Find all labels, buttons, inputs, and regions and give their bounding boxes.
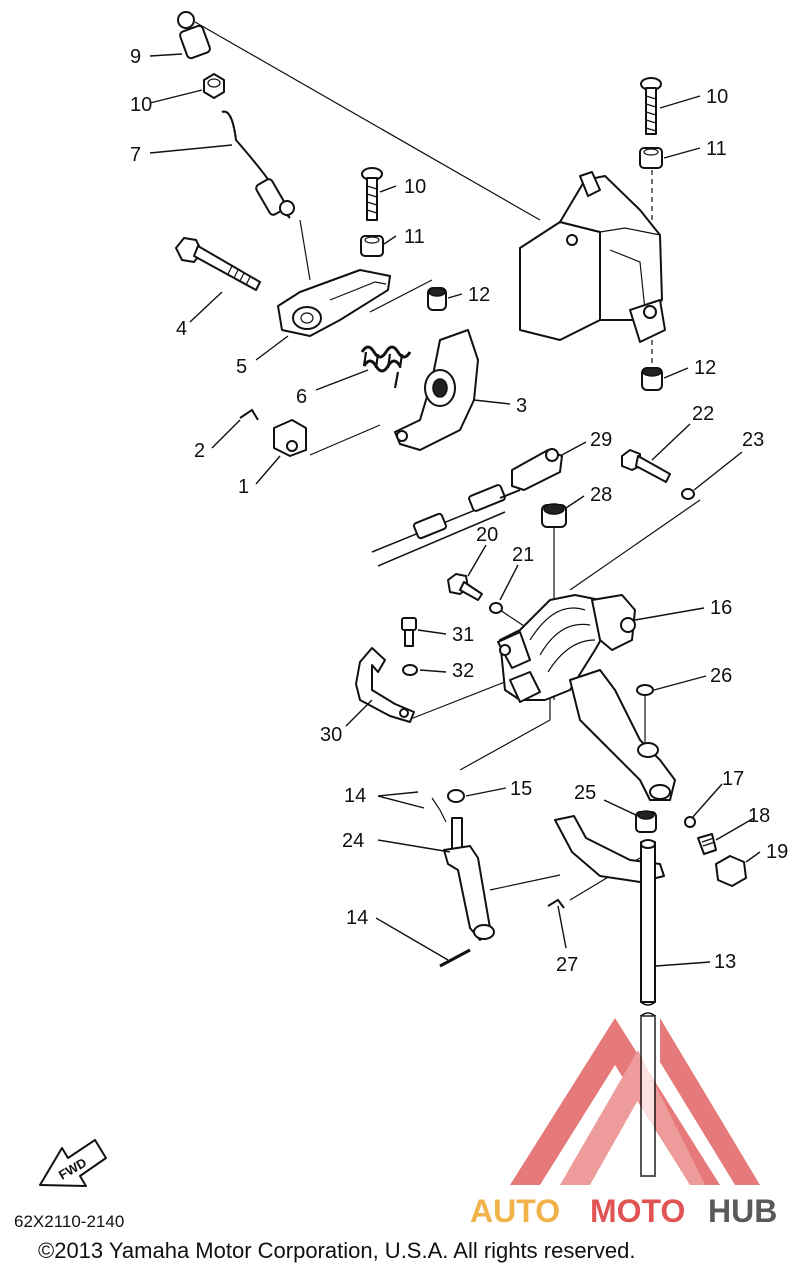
watermark-auto-text: AUTO <box>470 1193 560 1229</box>
part-2-clip <box>239 408 259 421</box>
label-6: 6 <box>296 386 307 408</box>
label-10-lower: 10 <box>404 176 426 198</box>
part-31-bolt <box>401 617 417 647</box>
part-27-clip <box>547 898 565 909</box>
label-5: 5 <box>236 356 247 378</box>
label-32: 32 <box>452 660 474 682</box>
part-19-plug <box>715 855 747 887</box>
part-12-grommet-upper <box>427 287 447 311</box>
part-6-spring <box>360 345 412 389</box>
label-11-lower: 11 <box>404 226 425 248</box>
label-21: 21 <box>512 544 534 566</box>
fwd-arrow-icon: FWD <box>39 1139 107 1187</box>
label-17: 17 <box>722 768 744 790</box>
part-32-washer <box>402 664 418 676</box>
label-25: 25 <box>574 782 596 804</box>
label-31: 31 <box>452 624 474 646</box>
label-26: 26 <box>710 665 732 687</box>
part-8-cable-joint <box>177 11 211 60</box>
part-labels: 9 10 7 10 10 11 11 12 12 4 5 6 3 2 1 22 … <box>130 46 788 976</box>
label-16: 16 <box>710 597 732 619</box>
label-23: 23 <box>742 429 764 451</box>
label-15: 15 <box>510 778 532 800</box>
shift-lever-assembly <box>497 594 676 801</box>
part-26-washer <box>636 684 654 696</box>
part-15-washer <box>447 789 465 803</box>
part-10-screw-lower <box>361 167 383 221</box>
part-13-shift-rod <box>640 839 656 1177</box>
part-7-link-rod <box>221 110 295 219</box>
label-12-upper: 12 <box>468 284 490 306</box>
part-24-shift-arm <box>431 797 495 941</box>
label-7: 7 <box>130 144 141 166</box>
part-11-collar-upper <box>639 147 663 169</box>
label-19: 19 <box>766 841 788 863</box>
shift-plate <box>554 815 665 883</box>
part-21-washer <box>489 602 503 614</box>
throttle-cable <box>371 484 521 567</box>
label-30: 30 <box>320 724 342 746</box>
part-25-bushing <box>635 810 657 833</box>
label-9: 10 <box>130 94 152 116</box>
label-27: 27 <box>556 954 578 976</box>
label-8: 9 <box>130 46 141 68</box>
part-12-grommet-lower <box>641 367 663 391</box>
part-5-lever <box>277 269 391 337</box>
part-10-screw-upper <box>640 77 662 135</box>
watermark-logo <box>510 1018 760 1185</box>
part-29-cable-end <box>511 448 563 491</box>
label-10-upper: 10 <box>706 86 728 108</box>
part-20-bolt <box>447 573 483 601</box>
drawing-code: 62X2110-2140 <box>14 1212 125 1231</box>
part-4-bolt <box>175 237 261 291</box>
leader-lines <box>149 53 761 967</box>
watermark-moto-text: MOTO <box>590 1193 685 1229</box>
label-2: 2 <box>194 440 205 462</box>
label-14-lower: 14 <box>346 907 368 929</box>
part-9-nut <box>203 73 225 99</box>
part-17-washer <box>684 816 696 828</box>
part-22-bolt <box>621 449 671 483</box>
part-11-collar-lower <box>360 235 384 257</box>
label-28: 28 <box>590 484 612 506</box>
label-20: 20 <box>476 524 498 546</box>
label-29: 29 <box>590 429 612 451</box>
part-1-block <box>273 419 307 457</box>
part-18-spring <box>697 833 717 855</box>
label-12-lower: 12 <box>694 357 716 379</box>
part-28-bushing <box>541 503 567 528</box>
part-14-pin-lower <box>439 948 471 968</box>
label-13: 13 <box>714 951 736 973</box>
label-24: 24 <box>342 830 364 852</box>
label-14-upper: 14 <box>344 785 366 807</box>
label-11-upper: 11 <box>706 138 727 160</box>
bracket-assembly <box>519 171 666 343</box>
watermark-hub-text: HUB <box>708 1193 777 1229</box>
part-3-throttle-cam <box>394 329 479 451</box>
label-3: 3 <box>516 395 527 417</box>
copyright-notice: ©2013 Yamaha Motor Corporation, U.S.A. A… <box>38 1238 636 1263</box>
part-23-washer <box>681 488 695 500</box>
label-22: 22 <box>692 403 714 425</box>
label-1: 1 <box>238 476 249 498</box>
label-18: 18 <box>748 805 770 827</box>
label-4: 4 <box>176 318 187 340</box>
part-30-bracket <box>355 647 415 723</box>
